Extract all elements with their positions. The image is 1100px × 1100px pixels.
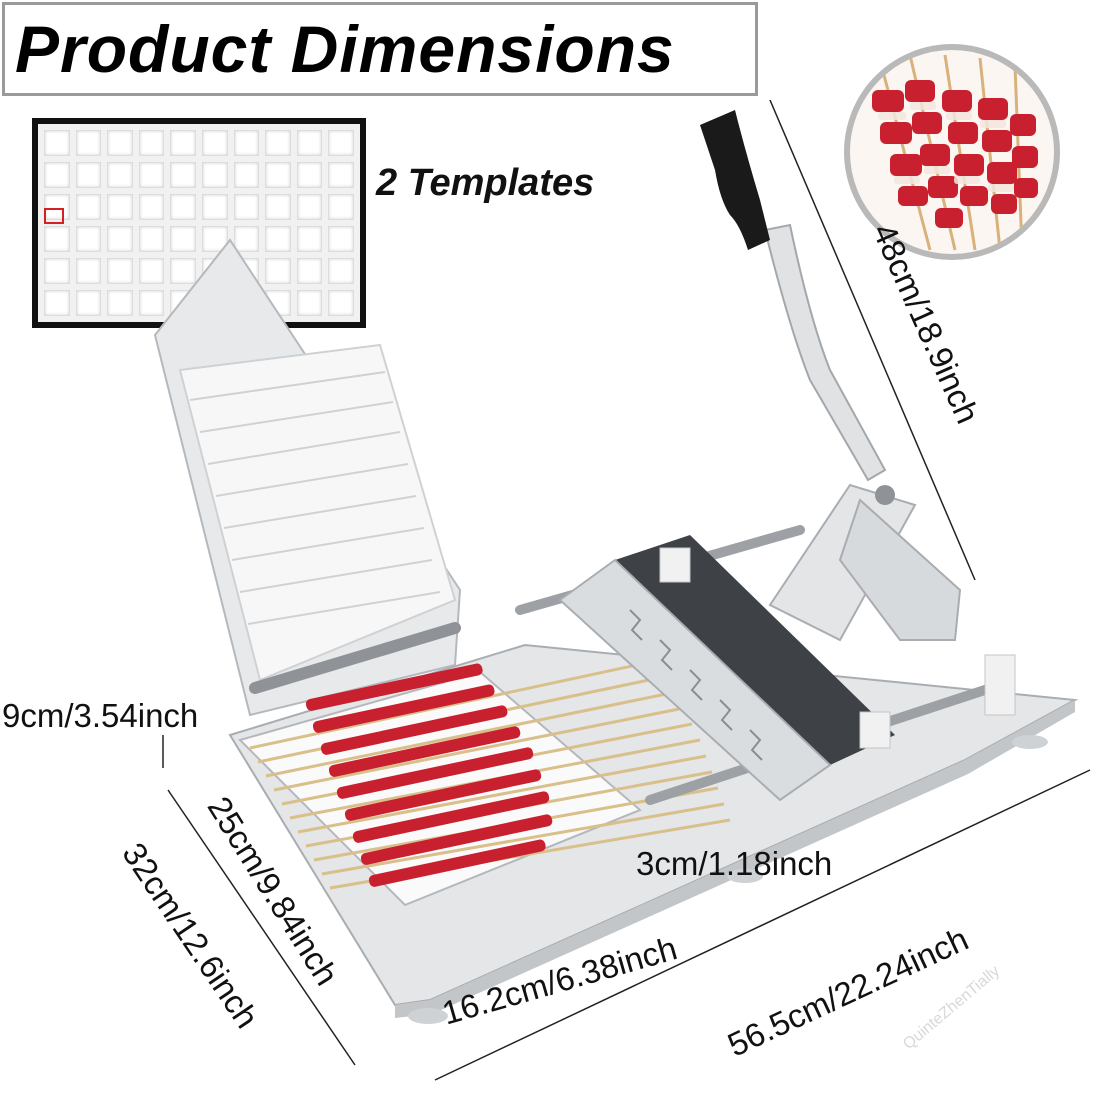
dim-line-height bbox=[769, 99, 976, 581]
slider-block-front bbox=[859, 711, 891, 749]
dim-line-outer-width bbox=[167, 789, 356, 1066]
pusher-bar bbox=[615, 535, 895, 765]
templates-label: 2 Templates bbox=[376, 162, 595, 204]
title-banner: Product Dimensions bbox=[2, 2, 758, 96]
lever-arm bbox=[763, 223, 887, 482]
page-title: Product Dimensions bbox=[15, 12, 675, 86]
dimension-thickness-label: 9cm/3.54inch bbox=[2, 697, 199, 734]
foot-middle bbox=[727, 869, 763, 883]
foot-right bbox=[1012, 735, 1048, 749]
skewers-illustration bbox=[872, 54, 1038, 251]
dimension-gap-label: 3cm/1.18inch bbox=[636, 845, 833, 882]
pusher-blade-plate bbox=[558, 558, 832, 802]
template-highlight-marker bbox=[44, 208, 64, 224]
base-plate-edge bbox=[395, 700, 1075, 1018]
foot-left bbox=[408, 1008, 448, 1024]
meat-skewers-image bbox=[844, 44, 1060, 260]
lever-bracket bbox=[838, 498, 962, 641]
slider-block-back bbox=[659, 547, 691, 583]
pivot-bolt bbox=[875, 485, 895, 505]
dimension-lines bbox=[162, 99, 1091, 1081]
lever-handle bbox=[700, 110, 770, 250]
rail-end-block bbox=[984, 654, 1016, 716]
meat-pieces bbox=[305, 663, 553, 887]
hinge-rod bbox=[249, 622, 461, 694]
dim-line-total-length bbox=[434, 769, 1091, 1081]
